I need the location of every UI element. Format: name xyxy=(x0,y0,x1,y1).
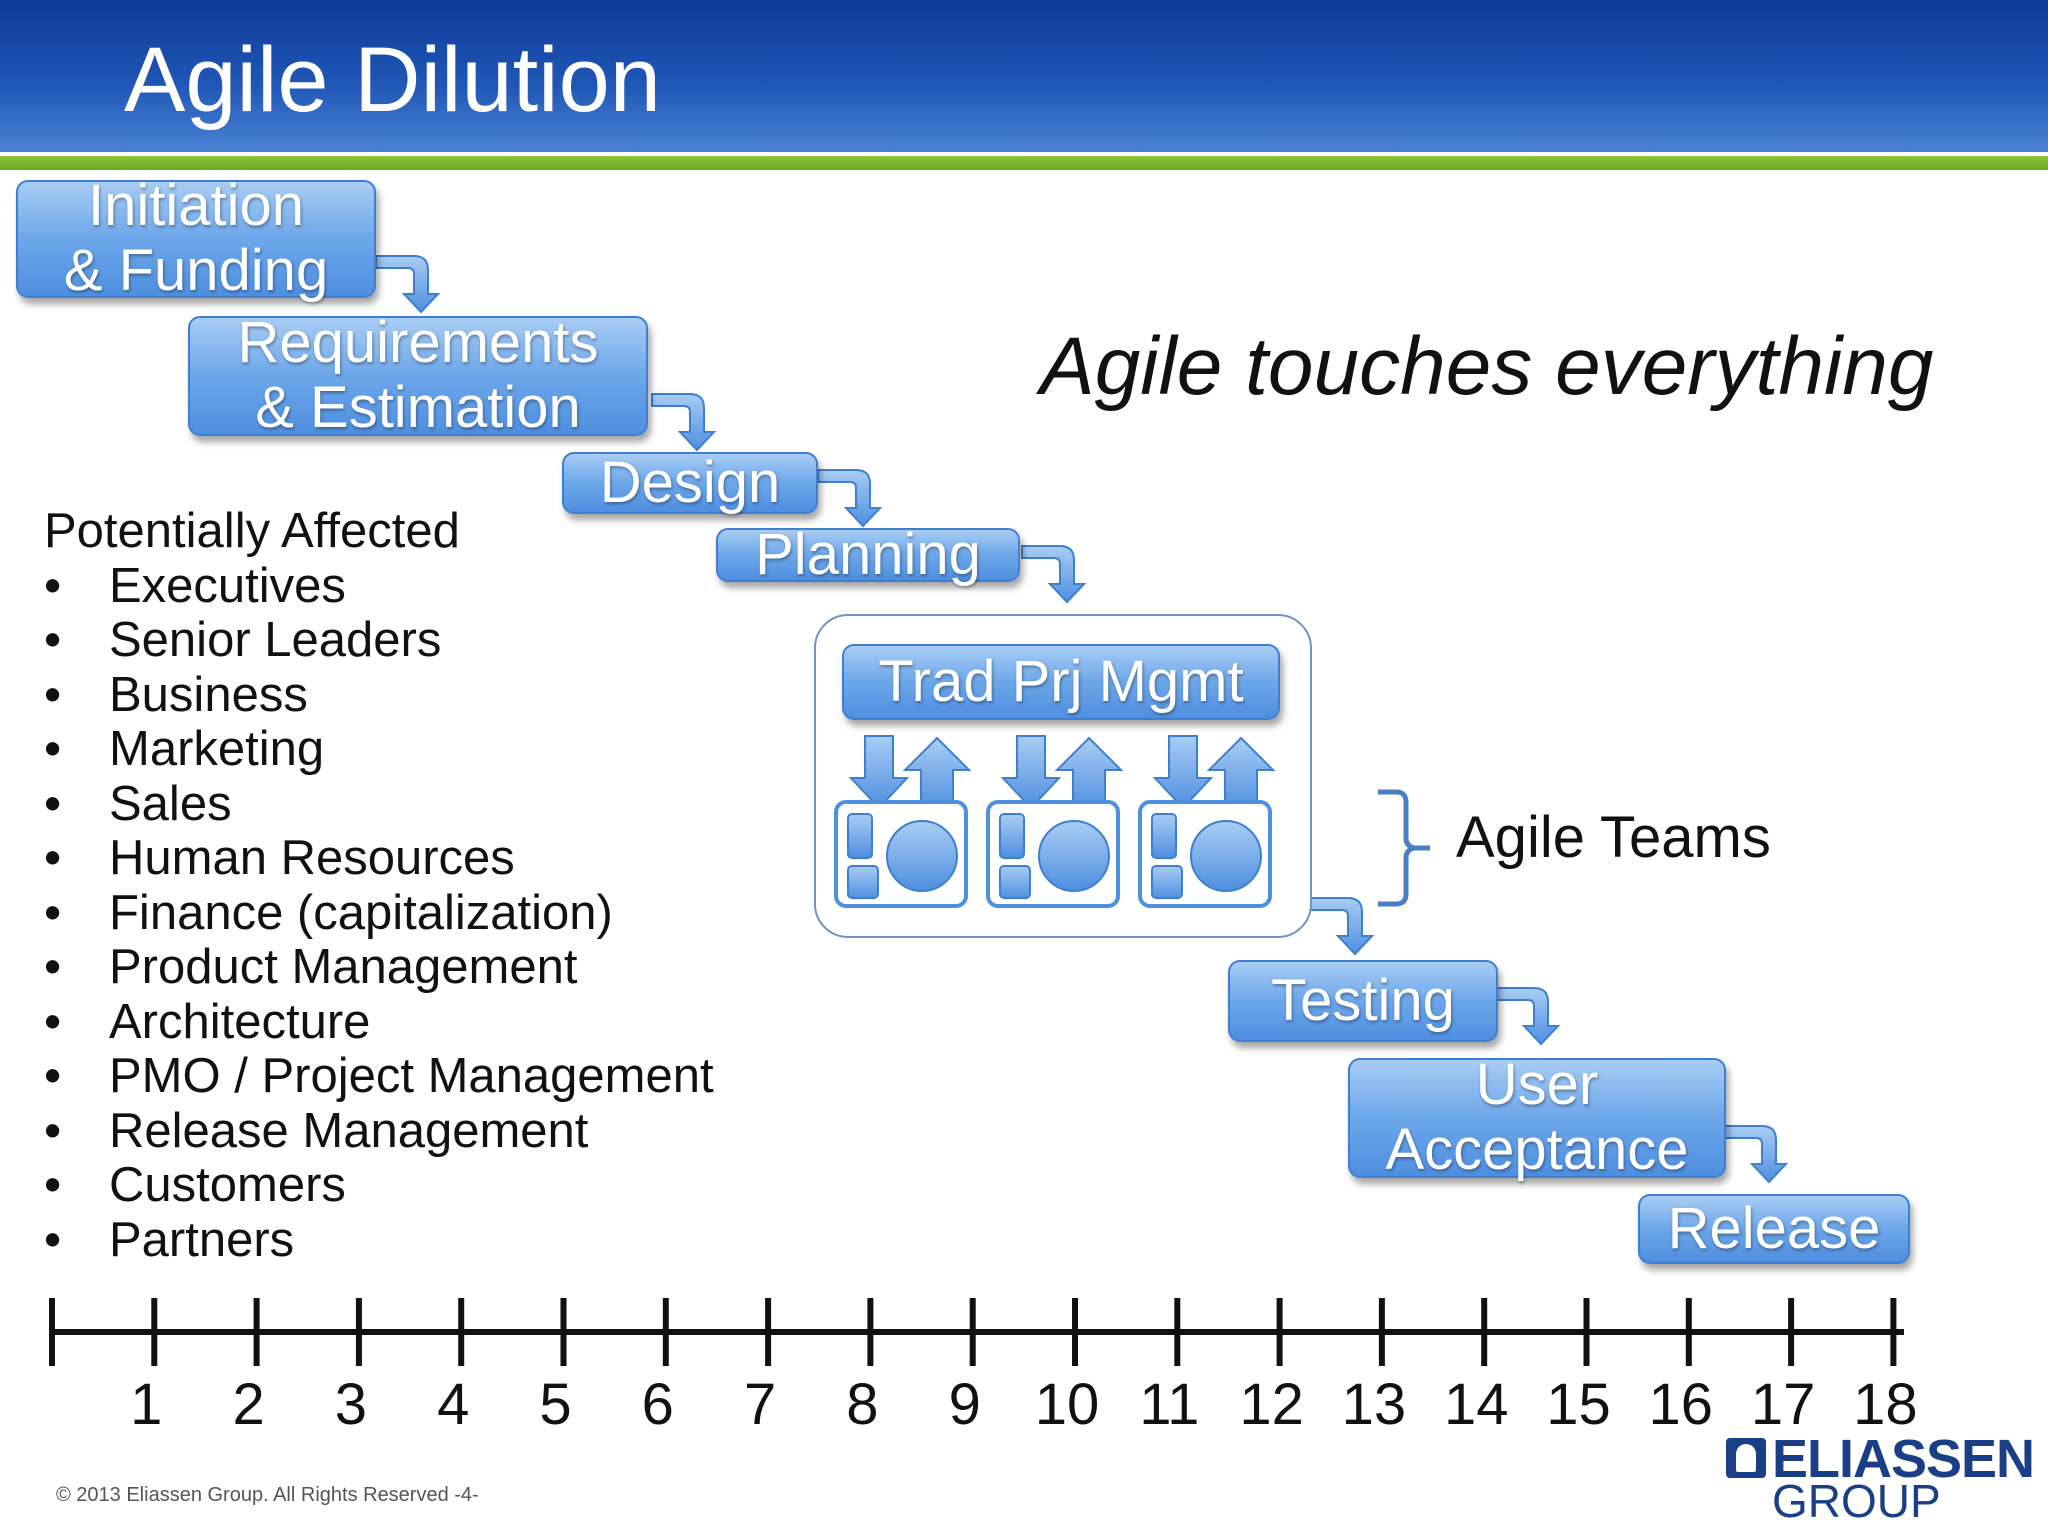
connector-arrow xyxy=(1495,987,1561,1046)
phase-label: Planning xyxy=(755,521,981,587)
connector-arrow xyxy=(1723,1125,1789,1184)
phase-label: Requirements xyxy=(237,310,599,376)
phase-label: Testing xyxy=(1271,967,1455,1033)
timeline-tick-label: 15 xyxy=(1546,1372,1611,1437)
phase-initiation-funding: Initiation & Funding xyxy=(16,173,376,303)
affected-item: Finance (capitalization) xyxy=(44,886,714,941)
affected-item: Senior Leaders xyxy=(44,613,714,668)
timeline-tick-label: 7 xyxy=(744,1372,776,1437)
affected-item: Customers xyxy=(44,1158,714,1213)
timeline-tick-label: 10 xyxy=(1035,1372,1100,1437)
affected-item: Human Resources xyxy=(44,831,714,886)
affected-list: ExecutivesSenior LeadersBusinessMarketin… xyxy=(44,559,714,1268)
affected-item: Partners xyxy=(44,1213,714,1268)
connector-arrow xyxy=(375,255,441,314)
timeline-tick-label: 17 xyxy=(1751,1372,1816,1437)
phase-requirements-estimation: Requirements & Estimation xyxy=(188,310,648,440)
connector-arrow xyxy=(1021,545,1087,604)
affected-item: Product Management xyxy=(44,940,714,995)
affected-item: Release Management xyxy=(44,1104,714,1159)
timeline-tick-label: 4 xyxy=(437,1372,469,1437)
phase-label: & Funding xyxy=(63,238,329,303)
title-underline xyxy=(0,156,2048,170)
company-logo: ELIASSEN GROUP xyxy=(1724,1432,2035,1527)
timeline-tick-label: 13 xyxy=(1342,1372,1407,1437)
connector-arrow xyxy=(817,469,883,528)
affected-item: Executives xyxy=(44,559,714,614)
affected-item: Architecture xyxy=(44,995,714,1050)
phase-label: Design xyxy=(599,449,781,515)
phase-label: User xyxy=(1475,1052,1599,1118)
connector-arrow xyxy=(651,393,717,452)
agile-teams-label: Agile Teams xyxy=(1456,805,1771,870)
logo-text-top: ELIASSEN xyxy=(1772,1429,2035,1489)
timeline-tick-label: 11 xyxy=(1139,1372,1199,1437)
timeline-tick-label: 2 xyxy=(232,1372,264,1437)
affected-item: Marketing xyxy=(44,722,714,777)
title-bar xyxy=(0,0,2048,152)
affected-item: PMO / Project Management xyxy=(44,1049,714,1104)
phase-label: Initiation xyxy=(87,173,305,239)
phase-testing: Testing xyxy=(1228,960,1498,1042)
timeline-tick-label: 5 xyxy=(539,1372,571,1437)
phase-design: Design xyxy=(562,449,818,515)
phase-label: Trad Prj Mgmt xyxy=(878,648,1244,714)
affected-heading: Potentially Affected xyxy=(44,504,460,558)
logo-text-bottom: GROUP xyxy=(1772,1475,1941,1527)
timeline-tick-label: 18 xyxy=(1853,1372,1918,1437)
phase-release: Release xyxy=(1638,1194,1910,1264)
affected-item: Business xyxy=(44,668,714,723)
agile-teams-brace xyxy=(1378,789,1430,907)
timeline-tick-label: 16 xyxy=(1649,1372,1714,1437)
connector-arrow xyxy=(1309,897,1375,956)
affected-list-block: Potentially Affected ExecutivesSenior Le… xyxy=(44,504,714,1267)
logo-emblem-icon xyxy=(1726,1438,1766,1478)
phase-label: Release xyxy=(1667,1195,1881,1261)
tagline: Agile touches everything xyxy=(1040,321,1934,412)
phase-user-acceptance: User Acceptance xyxy=(1348,1052,1726,1182)
slide-title: Agile Dilution xyxy=(124,29,661,131)
affected-item: Sales xyxy=(44,777,714,832)
timeline-tick-label: 9 xyxy=(949,1372,981,1437)
timeline-tick-label: 1 xyxy=(130,1372,162,1437)
timeline-tick-label: 6 xyxy=(642,1372,674,1437)
phase-label: Acceptance xyxy=(1385,1117,1689,1182)
timeline-tick-label: 3 xyxy=(335,1372,367,1437)
timeline-tick-label: 8 xyxy=(846,1372,878,1437)
timeline-tick-label: 12 xyxy=(1239,1372,1304,1437)
footer-copyright: © 2013 Eliassen Group. All Rights Reserv… xyxy=(56,1484,479,1506)
phase-trad-prj-mgmt: Trad Prj Mgmt xyxy=(842,644,1280,720)
timeline-tick-label: 14 xyxy=(1444,1372,1509,1437)
phase-label: & Estimation xyxy=(255,375,581,440)
phase-planning: Planning xyxy=(716,522,1020,586)
